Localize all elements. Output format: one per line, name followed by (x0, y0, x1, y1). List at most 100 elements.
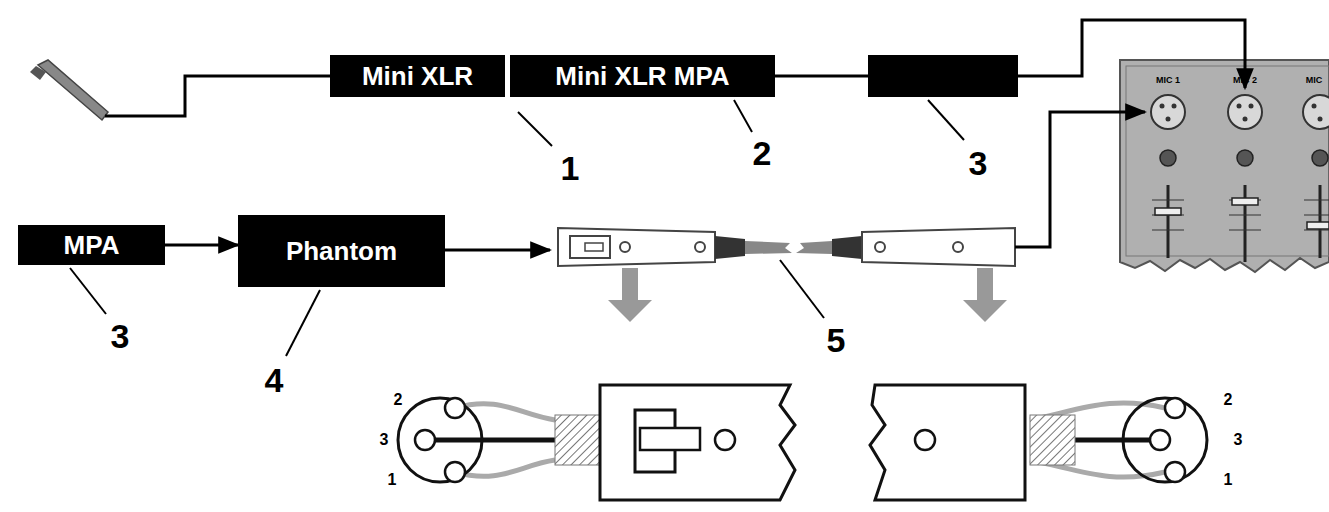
mic-cable (775, 75, 868, 78)
drawing-part (870, 385, 1025, 500)
drawing-part (415, 430, 435, 450)
xlr-male-connector (796, 228, 1015, 266)
drawing-part (953, 242, 963, 252)
label-box: Mini XLR MPA (510, 55, 775, 97)
drawing-part (1151, 95, 1185, 129)
drawing-part (875, 242, 885, 252)
drawing-part (1165, 462, 1185, 482)
drawing-part (640, 428, 700, 450)
cable-to-mixer (1015, 112, 1145, 247)
drawing-part (1172, 104, 1177, 109)
drawing-part (745, 241, 792, 254)
drawing-part (1243, 117, 1248, 122)
drawing-part (398, 398, 482, 482)
detail-arrow (608, 268, 1007, 322)
drawing-part (1318, 117, 1323, 122)
pin-number: 1 (1224, 472, 1233, 488)
drawing-part (425, 438, 555, 443)
microphone (30, 60, 108, 120)
drawing-part (1249, 104, 1254, 109)
drawing-part (1150, 430, 1170, 450)
pin-number: 2 (1224, 392, 1233, 408)
drawing-part (715, 236, 745, 259)
xlr-socket (1151, 95, 1329, 129)
drawing-part (1304, 215, 1329, 216)
drawing-part (1126, 66, 1329, 256)
drawing-part (1312, 150, 1328, 166)
drawing-part (862, 228, 1015, 266)
callout-number: 4 (265, 363, 284, 397)
drawing-part (1303, 95, 1329, 129)
label-box: MPA (18, 225, 165, 265)
male-pin-detail (870, 385, 1207, 500)
drawing-part (286, 290, 320, 356)
mic-cable (105, 76, 330, 116)
drawing-part (695, 242, 705, 252)
drawing-part (1244, 185, 1247, 262)
drawing-part (1123, 398, 1207, 482)
drawing-part (734, 100, 752, 132)
female-pin-detail (398, 385, 795, 500)
drawing-part (1167, 185, 1170, 258)
drawing-part (715, 430, 735, 450)
drawing-part (445, 398, 465, 418)
drawing-part (1150, 398, 1185, 482)
drawing-part (70, 268, 106, 314)
drawing-part (600, 385, 795, 500)
drawing-part (1165, 398, 1185, 418)
drawing-part (780, 260, 824, 318)
drawing-part (1229, 230, 1261, 231)
drawing-part (38, 60, 108, 120)
drawing-part (1152, 230, 1184, 231)
drawing-part (832, 236, 862, 259)
pin-number: 2 (394, 392, 403, 408)
signal-arrow (445, 249, 550, 252)
cable-to-mixer (1018, 20, 1245, 88)
callout-number: 1 (561, 151, 580, 185)
fader (1152, 185, 1329, 262)
drawing-part (915, 430, 935, 450)
channel-label: MIC 2 (1233, 76, 1257, 85)
drawing-part (585, 243, 603, 251)
drawing-part (963, 268, 1007, 322)
channel-label: MIC (1306, 76, 1323, 85)
pin-number: 3 (1234, 432, 1243, 448)
drawing-part (608, 268, 652, 322)
callout-number: 3 (969, 146, 988, 180)
box-label: MPA (64, 231, 120, 260)
drawing-part (1237, 104, 1242, 109)
callout-number: 2 (753, 136, 772, 170)
drawing-part (1307, 222, 1329, 229)
adapter-box (868, 55, 1018, 97)
connector-arrow (165, 244, 238, 247)
fader-cap (1155, 198, 1329, 229)
box-label: Phantom (286, 237, 397, 266)
callout-number: 5 (827, 323, 846, 357)
channel-label: MIC 1 (1156, 76, 1180, 85)
drawing-part (928, 100, 964, 140)
drawing-part (1312, 104, 1317, 109)
drawing-part (796, 241, 832, 254)
drawing-part (1228, 95, 1262, 129)
mixer-panel (1120, 60, 1329, 272)
drawing-part (30, 66, 46, 80)
drawing-part (415, 398, 465, 482)
drawing-part (555, 415, 600, 465)
drawing-part (558, 228, 715, 266)
box-label: Mini XLR MPA (555, 62, 729, 91)
label-box: Mini XLR (330, 55, 505, 97)
xlr-female-connector (558, 228, 792, 266)
label-box: Phantom (238, 215, 445, 287)
drawing-part (1120, 60, 1329, 272)
drawing-part (620, 242, 630, 252)
drawing-part (1155, 208, 1181, 215)
pin-number: 1 (388, 472, 397, 488)
drawing-part (1160, 150, 1176, 166)
drawing-part (1232, 198, 1258, 205)
drawing-part (1237, 150, 1253, 166)
drawing-part (518, 112, 552, 146)
box-label: Mini XLR (362, 62, 473, 91)
pin-number: 3 (380, 432, 389, 448)
